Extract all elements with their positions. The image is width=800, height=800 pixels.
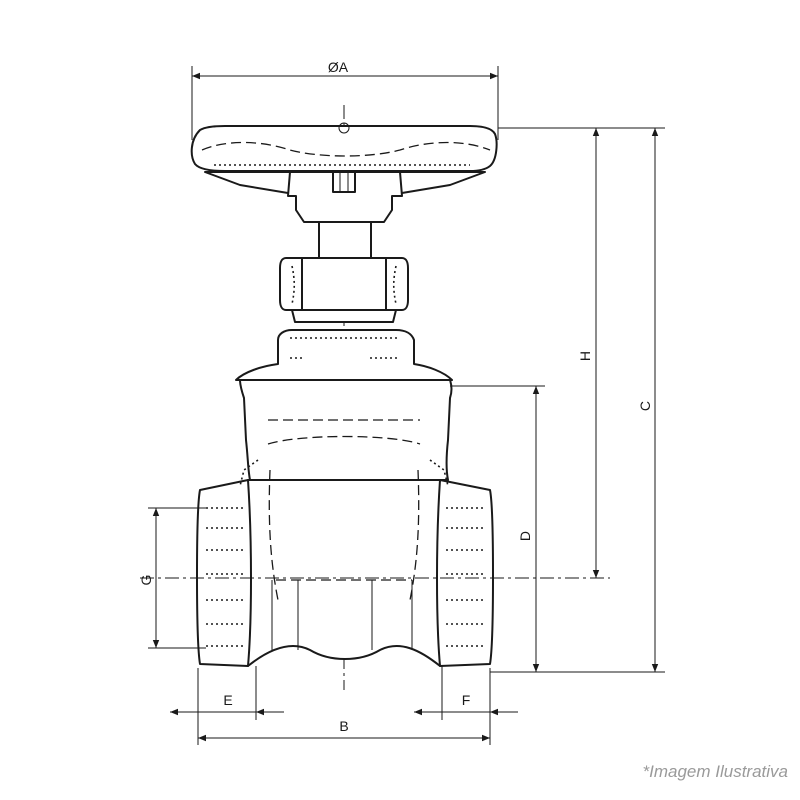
handwheel	[190, 122, 498, 172]
dimension-b: B	[198, 718, 490, 742]
label-e: E	[223, 692, 232, 708]
dimension-h: H	[498, 127, 665, 578]
dimension-d: D	[450, 385, 545, 672]
handwheel-hub	[204, 171, 486, 223]
dimension-f: F	[414, 666, 518, 745]
label-b: B	[339, 718, 348, 734]
dimension-e: E	[170, 666, 284, 745]
valve-body	[196, 379, 494, 667]
dimension-c: C	[490, 128, 665, 673]
dimension-phi-a: ØA	[191, 59, 499, 140]
bonnet	[235, 329, 453, 385]
label-f: F	[462, 692, 471, 708]
gland-nut	[279, 257, 409, 323]
label-h: H	[577, 351, 593, 361]
label-c: C	[637, 401, 653, 411]
illustrative-image-note: *Imagem Ilustrativa	[642, 762, 789, 781]
label-phi-a: ØA	[328, 59, 349, 75]
label-d: D	[517, 531, 533, 541]
valve-stem	[318, 221, 372, 259]
label-g: G	[138, 575, 154, 586]
dimension-g: G	[138, 507, 206, 649]
